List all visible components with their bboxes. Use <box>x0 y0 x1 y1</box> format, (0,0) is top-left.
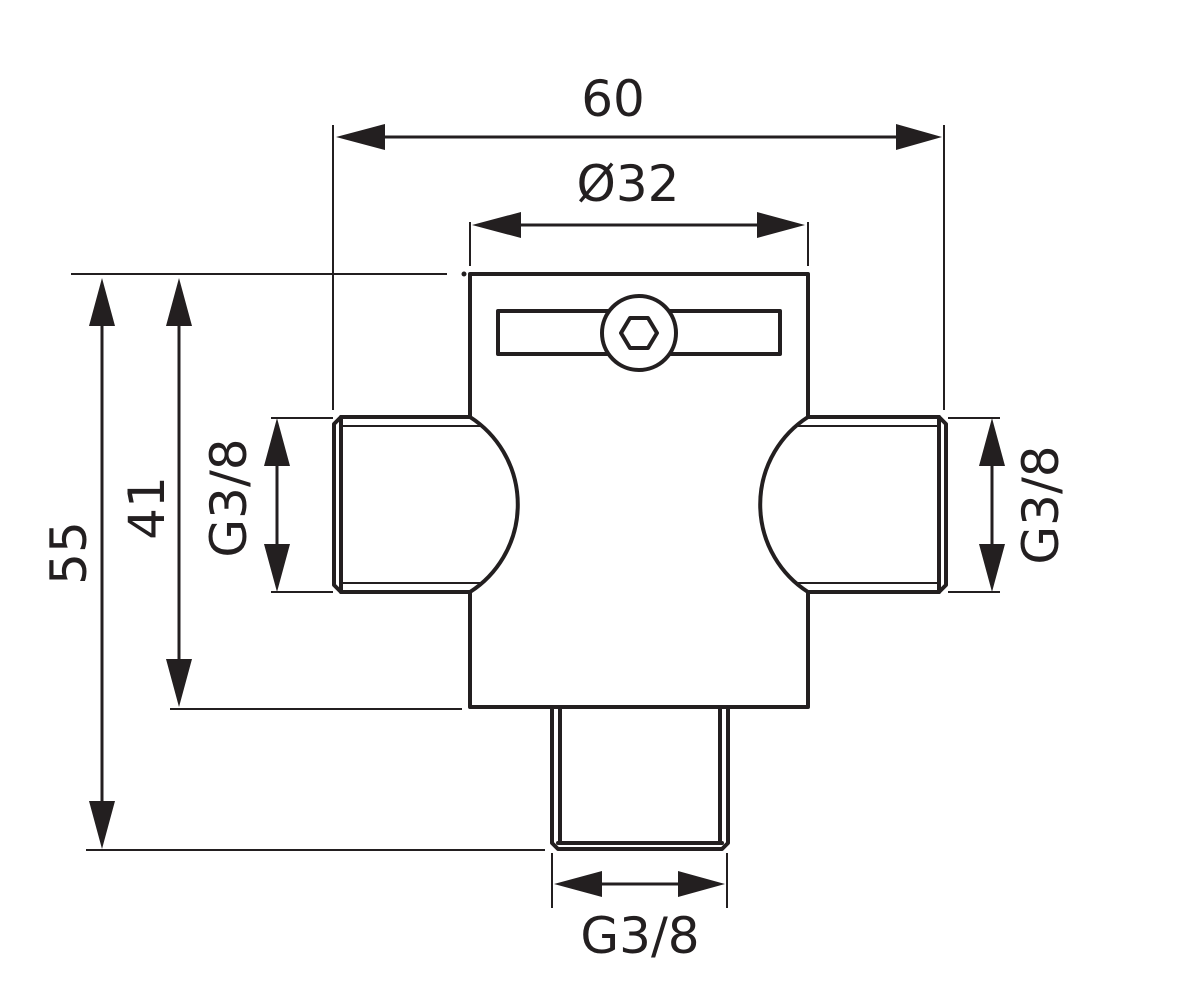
dim-body-height-label: 41 <box>118 476 176 540</box>
extension-lines <box>71 125 1000 908</box>
right-port <box>798 415 948 594</box>
dim-left-thread: G3/8 <box>200 418 290 592</box>
bottom-port <box>550 705 730 851</box>
reference-dot <box>461 271 467 277</box>
dim-overall-width-label: 60 <box>581 70 645 128</box>
hex-socket-icon <box>619 316 659 350</box>
lever-handle <box>496 294 782 372</box>
dim-right-thread-label: G3/8 <box>1012 445 1070 564</box>
bottom-port-outline <box>550 705 730 851</box>
body-outline <box>468 272 810 709</box>
dim-total-height-label: 55 <box>40 521 98 585</box>
left-port-outline <box>332 415 472 594</box>
dim-body-diameter-label: Ø32 <box>577 155 680 213</box>
dim-body-height: 41 <box>118 278 192 707</box>
dim-right-thread: G3/8 <box>979 418 1070 592</box>
lever-hub <box>600 294 678 372</box>
dim-left-thread-label: G3/8 <box>200 438 258 557</box>
dim-bottom-thread: G3/8 <box>554 871 725 965</box>
right-port-outline <box>806 415 948 594</box>
dim-overall-width: 60 <box>336 70 942 150</box>
left-port <box>332 415 480 594</box>
valve-body <box>461 271 810 709</box>
dim-bottom-thread-label: G3/8 <box>580 907 699 965</box>
dim-body-diameter: Ø32 <box>472 155 805 238</box>
dim-total-height: 55 <box>40 278 115 849</box>
